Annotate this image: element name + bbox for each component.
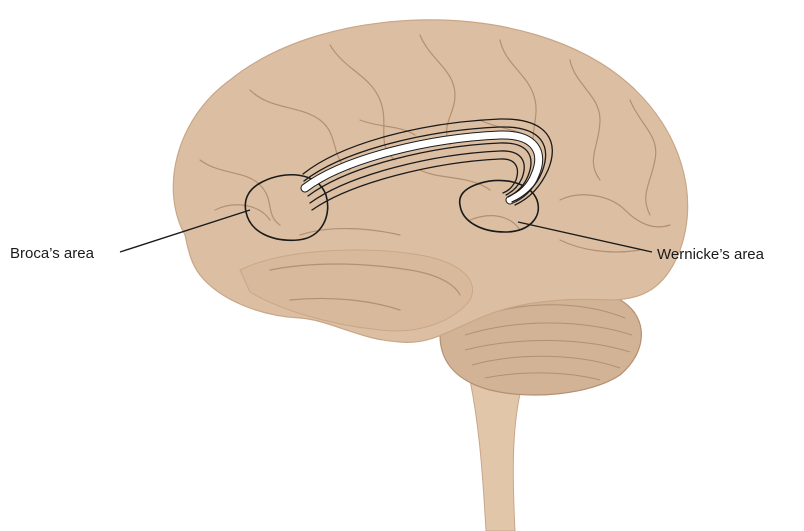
wernicke-label: Wernicke’s area	[657, 246, 764, 263]
brain-stem	[470, 376, 522, 531]
broca-label: Broca’s area	[10, 245, 94, 262]
temporal-lobe	[240, 250, 473, 331]
